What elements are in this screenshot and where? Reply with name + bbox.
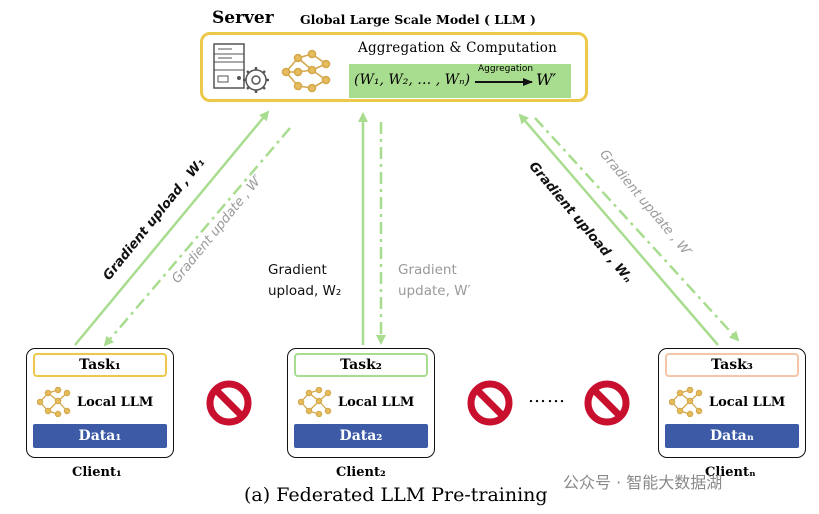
aggregation-arrow [475, 78, 533, 86]
mid-update-label-2: update, W′ [398, 283, 471, 299]
ellipsis-dots: …… [528, 386, 566, 407]
client-box-2: Task₂ Local LLM Data₂ [287, 348, 435, 458]
arrow-left-update [103, 127, 291, 347]
server-rack-icon [213, 43, 269, 93]
formula-input: (W₁, W₂, … , Wₙ) [354, 72, 471, 88]
aggregation-arrow-label: Aggregation [478, 64, 534, 74]
server-model-title: Global Large Scale Model ( LLM ) [300, 12, 536, 27]
formula-output: W′ [536, 70, 557, 89]
arrow-right-update [534, 117, 740, 342]
data-box-n: Dataₙ [665, 424, 799, 448]
arrow-right-upload [518, 113, 719, 346]
figure-caption: (a) Federated LLM Pre-training [244, 484, 548, 506]
client-box-1: Task₁ Local LLM Data₁ [26, 348, 174, 458]
neural-network-icon [298, 387, 332, 417]
task-box-2: Task₂ [294, 353, 428, 377]
no-sign-icon [206, 380, 252, 426]
aggregation-strip [349, 64, 571, 98]
mid-upload-label-2: upload, W₂ [268, 283, 342, 299]
no-sign-icon [467, 380, 513, 426]
neural-network-icon [281, 49, 331, 93]
client-label-1: Client₁ [72, 465, 122, 480]
data-box-1: Data₁ [33, 424, 167, 448]
mid-update-label-1: Gradient [398, 262, 457, 278]
arrow-left-upload [74, 110, 270, 346]
gear-icon [243, 67, 269, 93]
local-llm-label-2: Local LLM [338, 395, 415, 410]
task-box-1: Task₁ [33, 353, 167, 377]
client-label-n: Clientₙ [705, 465, 756, 480]
watermark: 公众号 · 智能大数据湖 [563, 473, 723, 492]
aggregation-label: Aggregation & Computation [358, 40, 557, 56]
client-box-n: Task₃ Local LLM Dataₙ [658, 348, 806, 458]
mid-upload-label-1: Gradient [268, 262, 327, 278]
data-box-2: Data₂ [294, 424, 428, 448]
neural-network-icon [37, 387, 71, 417]
client-label-2: Client₂ [336, 465, 386, 480]
local-llm-label-1: Local LLM [77, 395, 154, 410]
server-label: Server [212, 8, 274, 28]
local-llm-label-n: Local LLM [709, 395, 786, 410]
no-sign-icon [584, 380, 630, 426]
task-box-n: Task₃ [665, 353, 799, 377]
neural-network-icon [669, 387, 703, 417]
